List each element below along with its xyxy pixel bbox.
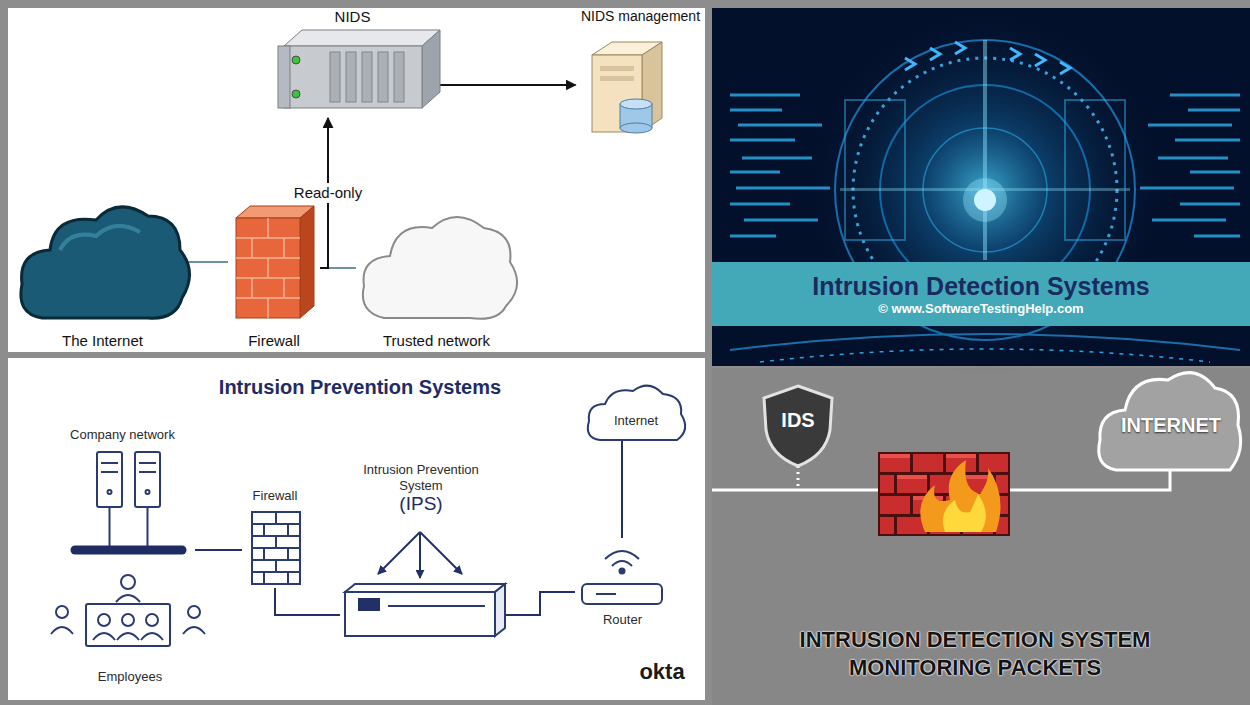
connector-line [797,466,800,490]
edge-label: Read-only [290,183,366,203]
internet-cloud-outline [588,386,685,440]
ids-shield-node: IDS [760,382,836,466]
network-bus [75,550,182,551]
connector [622,440,623,538]
firewall-bricks [878,452,1010,536]
node-label: Router [603,612,642,628]
firewall-node: Firewall [242,486,308,588]
connector [275,588,340,615]
employees-node: Employees [40,565,220,687]
firewall-node: Firewall [228,200,320,352]
internet-cloud-dark [21,207,190,318]
cloud-node: Trusted network [356,205,517,352]
connector [185,262,228,263]
node-label: NIDS management [581,8,700,25]
server-node: NIDS [265,6,440,118]
node-label: Company network [70,427,175,443]
node-label: © www.SoftwareTestingHelp.com [878,301,1083,317]
panel-heading: Intrusion Prevention Systems [150,375,570,400]
node-label: Firewall [248,332,300,350]
connector [195,550,242,551]
node-label: Trusted network [383,332,490,350]
node-label: IDS [781,408,814,432]
node-label: Intrusion Prevention System [359,462,484,493]
network-node: Company network [50,425,195,558]
node-label: (IPS) [399,493,442,516]
ips-device [345,584,505,636]
connector-line [502,592,575,615]
ips-arrows [378,532,462,578]
network-wire [712,490,798,491]
ids-shield [764,386,832,466]
company-servers-icon [97,452,160,546]
internet-cloud [1099,373,1241,470]
router-icon [582,551,662,604]
connector [440,85,576,86]
connector-line [185,261,228,263]
cloud-node: Internet [592,402,680,440]
cloud-node: The Internet [20,200,185,352]
caption-text: INTRUSION DETECTION SYSTEM MONITORING PA… [745,626,1205,681]
server-node: NIDS management [576,6,706,138]
node-label: Internet [614,413,658,429]
cloud-node: INTERNET [1100,380,1242,470]
node-label: INTERNET [1121,413,1221,437]
node-label: Intrusion Detection Systems [812,271,1150,301]
title-band: Intrusion Detection Systems© www.Softwar… [712,262,1250,326]
connector-line [275,588,340,615]
logo-text: okta [622,658,702,686]
node-label: Firewall [253,488,298,504]
node-label: The Internet [62,332,143,350]
firewall-icon [236,206,314,318]
connector [502,592,575,615]
ips-node: Intrusion Prevention System(IPS) [340,460,502,642]
nids-server-icon [278,30,440,108]
management-server-icon [592,42,662,133]
node-label: NIDS [335,8,371,26]
connector-line [440,84,576,86]
connector-line [621,440,623,538]
employees-icon [51,575,205,646]
node-label: Employees [98,669,162,685]
connector-line [195,549,242,551]
firewall-icon [252,512,300,584]
trusted-network-cloud [363,217,517,319]
router-node: Router [575,538,670,630]
